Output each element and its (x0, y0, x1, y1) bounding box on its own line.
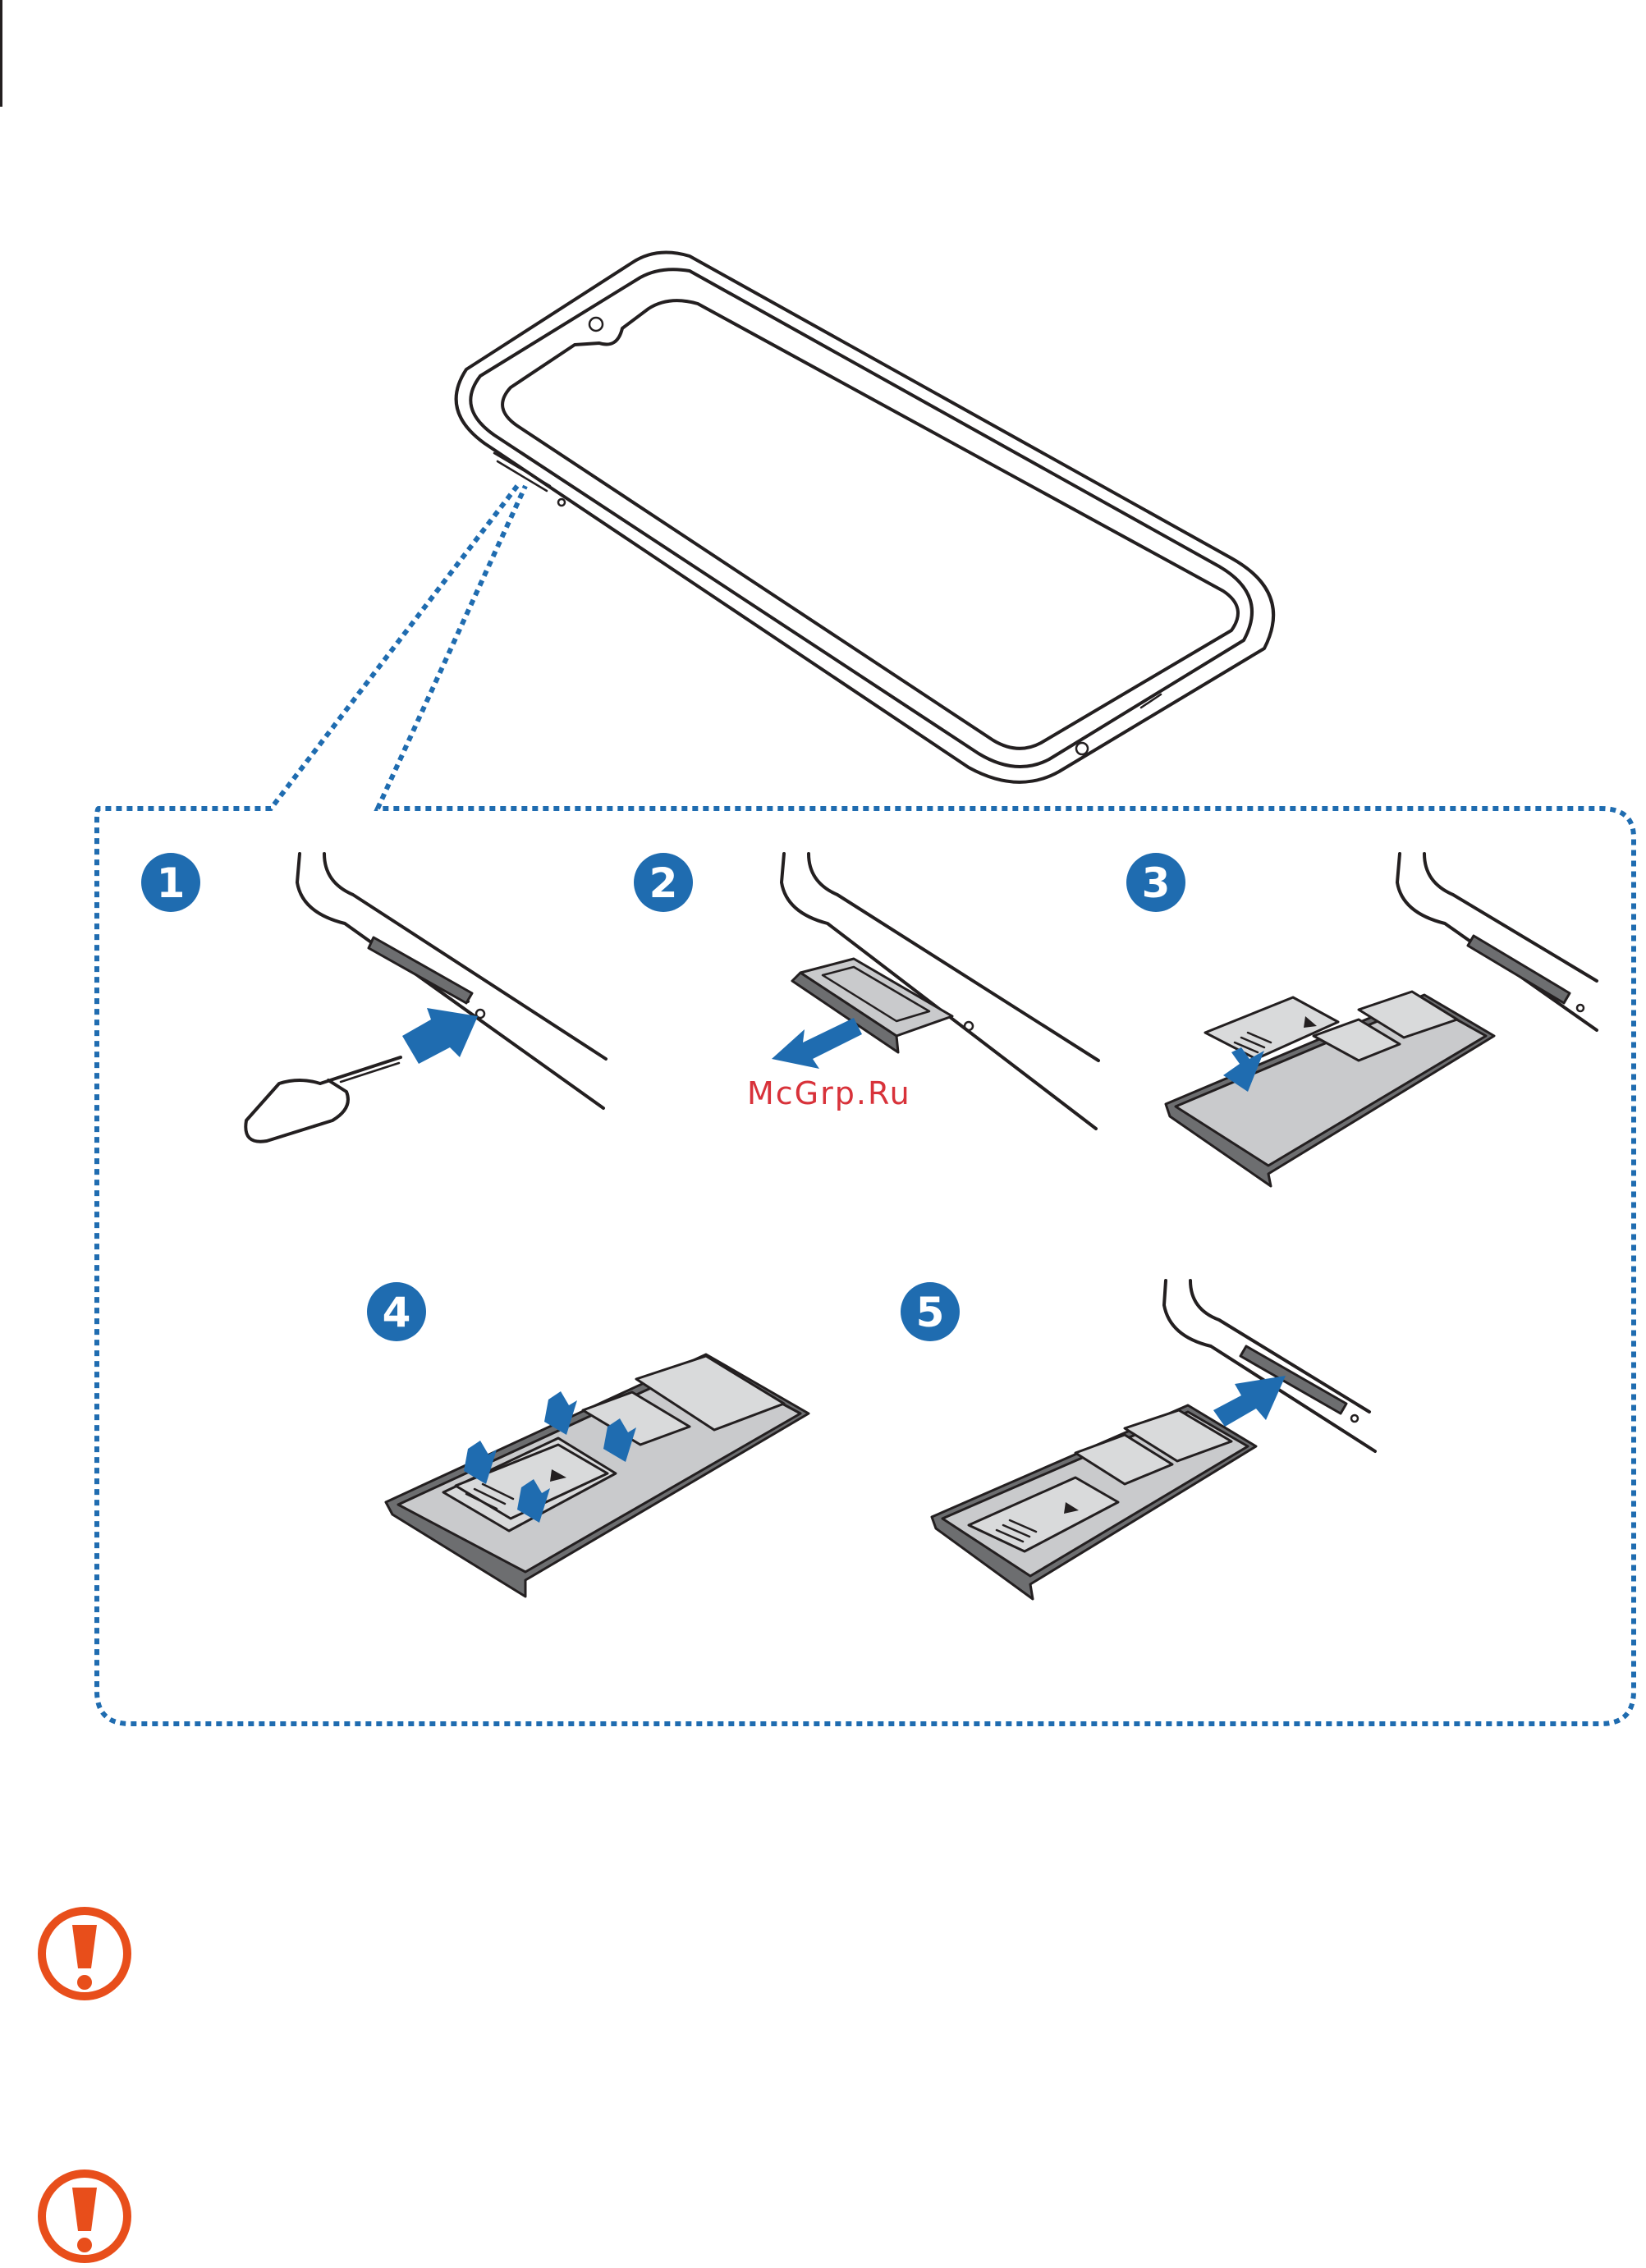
step-badge-1: 1 (141, 853, 200, 912)
step-badge-3: 3 (1126, 853, 1185, 912)
step-badge-2: 2 (634, 853, 693, 912)
caution-exclamation-icon (42, 2174, 127, 2259)
step-3-illustration (1166, 854, 1597, 1186)
step-number: 5 (916, 1289, 945, 1336)
step-number: 4 (383, 1289, 411, 1336)
front-camera-icon (589, 318, 603, 331)
step-number: 3 (1142, 859, 1171, 907)
step-number: 2 (649, 859, 678, 907)
caution-exclamation-icon (42, 1911, 127, 1996)
watermark-text: McGrp.Ru (747, 1075, 911, 1111)
step-badge-5: 5 (901, 1282, 960, 1341)
step-number: 1 (157, 859, 186, 907)
step-4-illustration (386, 1354, 809, 1597)
step-1-illustration (245, 854, 606, 1142)
step-5-illustration (932, 1281, 1375, 1599)
page-edge-mark (0, 0, 2, 107)
step-badge-4: 4 (367, 1282, 426, 1341)
